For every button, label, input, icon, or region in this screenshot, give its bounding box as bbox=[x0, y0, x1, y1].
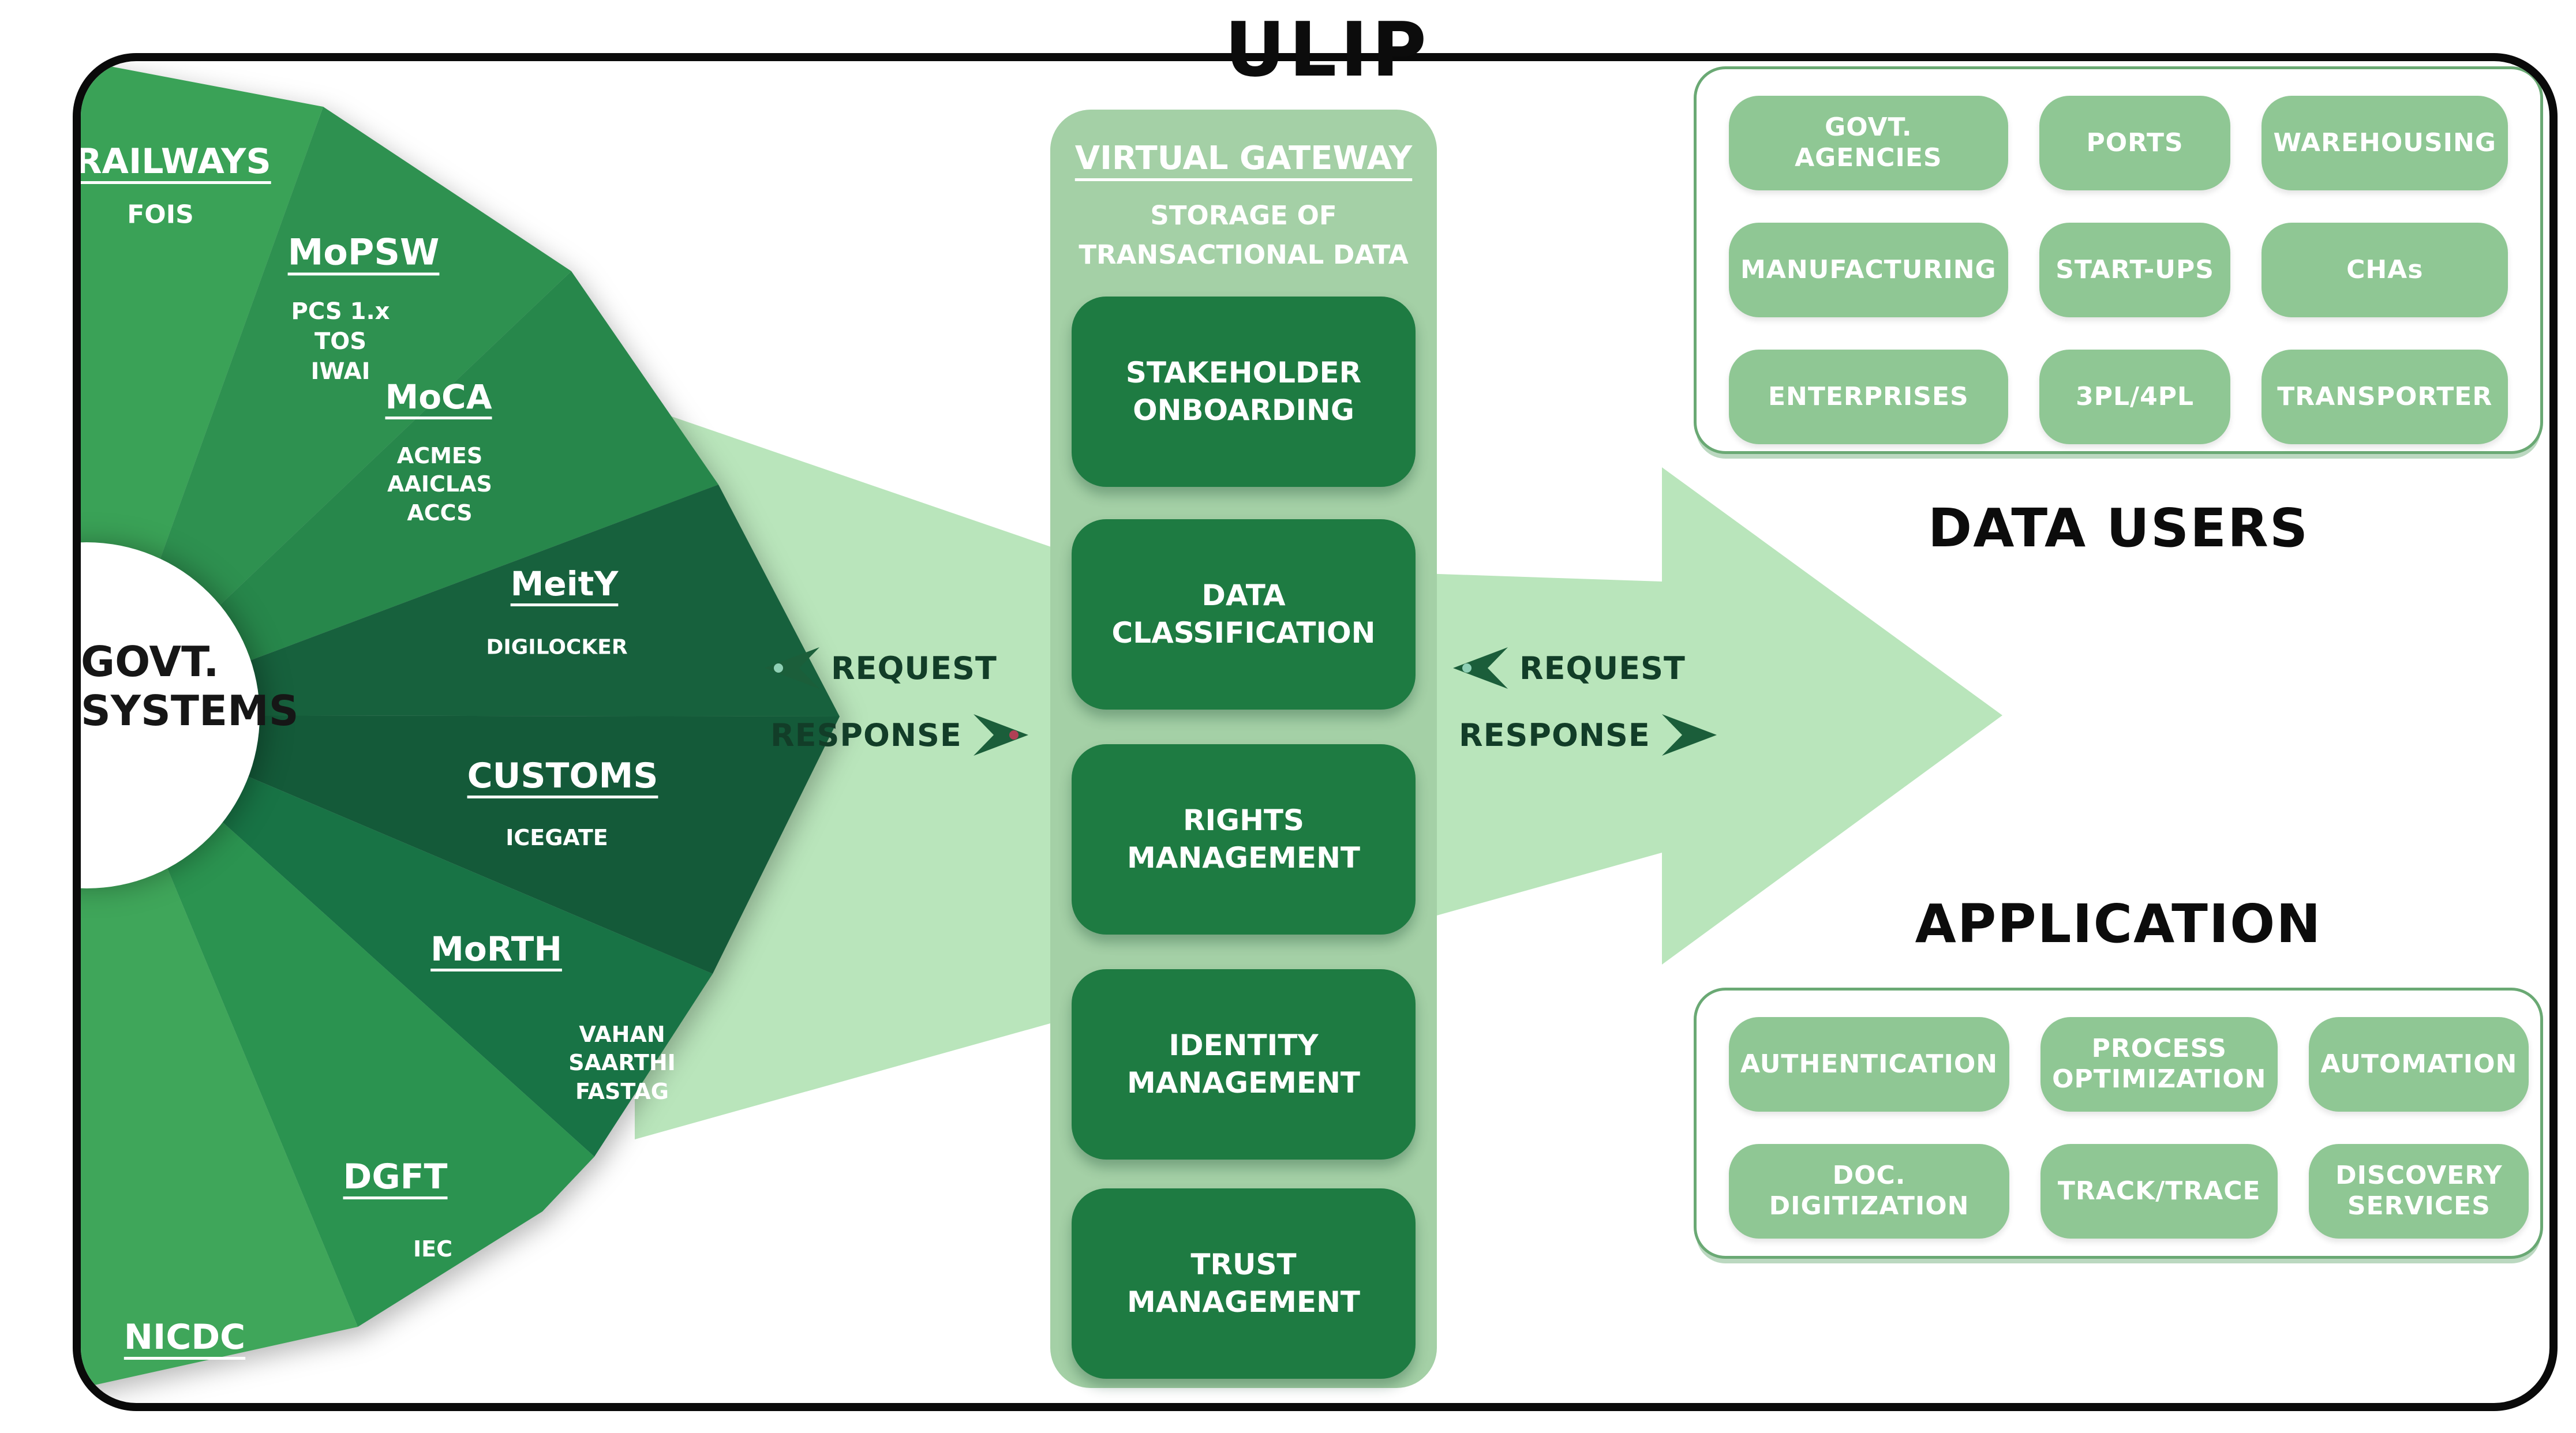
hub-label: GOVT. SYSTEMS bbox=[81, 637, 299, 735]
data-user-pill: CHAs bbox=[2262, 223, 2508, 317]
gateway-box-identity-management: IDENTITY MANAGEMENT bbox=[1072, 969, 1416, 1160]
fan-label-dgft: DGFT bbox=[343, 1157, 448, 1197]
application-pill: TRACK/TRACE bbox=[2040, 1144, 2278, 1239]
flow-left-request: REQUEST bbox=[765, 647, 997, 689]
diagram-frame: GOVT. SYSTEMS RAILWAYS FOIS MoPSW PCS 1.… bbox=[73, 53, 2558, 1411]
fan-label-mopsw: MoPSW bbox=[287, 231, 440, 273]
application-panel: AUTHENTICATION PROCESS OPTIMIZATION AUTOMA… bbox=[1694, 988, 2543, 1259]
fan-label-customs: CUSTOMS bbox=[467, 756, 658, 796]
flow-left-response-label: RESPONSE bbox=[770, 716, 962, 753]
fan-segment-dgft bbox=[104, 715, 594, 1327]
fan-sub-customs: ICEGATE bbox=[506, 825, 608, 850]
flow-left-request-label: REQUEST bbox=[831, 650, 997, 687]
fan-segment-moca bbox=[104, 271, 718, 715]
data-user-pill: PORTS bbox=[2039, 96, 2231, 190]
arrow-left-icon bbox=[765, 647, 819, 689]
arrow-right-icon bbox=[1661, 714, 1717, 756]
govt-systems-fan bbox=[81, 65, 840, 1389]
fan-sub-mopsw: PCS 1.x TOS IWAI bbox=[291, 298, 390, 385]
gateway-box-trust-management: TRUST MANAGEMENT bbox=[1072, 1188, 1416, 1379]
fan-segment-mopsw bbox=[104, 107, 571, 715]
flow-right-request: REQUEST bbox=[1453, 647, 1686, 689]
application-pill: DISCOVERY SERVICES bbox=[2309, 1144, 2529, 1239]
fan-sub-morth: VAHAN SAARTHI FASTAG bbox=[568, 1021, 676, 1104]
data-user-pill: GOVT. AGENCIES bbox=[1729, 96, 2008, 190]
virtual-gateway-panel: VIRTUAL GATEWAY STORAGE OF TRANSACTIONAL… bbox=[1050, 110, 1437, 1388]
gateway-box-stakeholder-onboarding: STAKEHOLDER ONBOARDING bbox=[1072, 297, 1416, 487]
application-pill: PROCESS OPTIMIZATION bbox=[2040, 1017, 2278, 1112]
fan-label-nicdc: NICDC bbox=[123, 1317, 246, 1357]
data-users-panel: GOVT. AGENCIES PORTS WAREHOUSING MANUFACTUR… bbox=[1694, 66, 2543, 454]
data-user-pill: TRANSPORTER bbox=[2262, 350, 2508, 444]
data-user-pill: WAREHOUSING bbox=[2262, 96, 2508, 190]
fan-label-moca: MoCA bbox=[385, 377, 492, 417]
gateway-subtitle: STORAGE OF TRANSACTIONAL DATA bbox=[1079, 200, 1409, 270]
fan-segment-morth bbox=[104, 715, 713, 1157]
data-user-pill: 3PL/4PL bbox=[2039, 350, 2231, 444]
application-pill: AUTHENTICATION bbox=[1729, 1017, 2010, 1112]
fan-label-railways: RAILWAYS bbox=[75, 141, 271, 182]
fan-sub-meity: DIGILOCKER bbox=[486, 635, 628, 659]
fan-label-morth: MoRTH bbox=[430, 929, 562, 969]
fan-sub-railways: FOIS bbox=[127, 200, 194, 230]
fan-label-meity: MeitY bbox=[510, 564, 619, 603]
flow-right-request-label: REQUEST bbox=[1519, 650, 1686, 687]
fan-segment-customs bbox=[104, 715, 840, 974]
data-user-pill: ENTERPRISES bbox=[1729, 350, 2008, 444]
flow-right-response: RESPONSE bbox=[1459, 714, 1717, 756]
application-heading: APPLICATION bbox=[1915, 893, 2322, 955]
fan-segment-meity bbox=[104, 485, 840, 716]
arrow-right-icon bbox=[973, 714, 1028, 756]
fan-sub-dgft: IEC bbox=[413, 1236, 452, 1262]
gateway-box-data-classification: DATA CLASSIFICATION bbox=[1072, 519, 1416, 710]
gateway-title: VIRTUAL GATEWAY bbox=[1074, 140, 1413, 177]
flow-right-response-label: RESPONSE bbox=[1459, 716, 1650, 753]
application-pill: AUTOMATION bbox=[2309, 1017, 2529, 1112]
flow-left-response: RESPONSE bbox=[770, 714, 1028, 756]
data-user-pill: START-UPS bbox=[2039, 223, 2231, 317]
gateway-box-rights-management: RIGHTS MANAGEMENT bbox=[1072, 744, 1416, 935]
data-users-heading: DATA USERS bbox=[1927, 497, 2309, 559]
application-pill: DOC. DIGITIZATION bbox=[1729, 1144, 2010, 1239]
arrow-left-icon bbox=[1453, 647, 1508, 689]
fan-sub-moca: ACMES AAICLAS ACCS bbox=[387, 442, 492, 526]
data-user-pill: MANUFACTURING bbox=[1729, 223, 2008, 317]
page-title: ULIP bbox=[1224, 6, 1431, 93]
hub-circle bbox=[81, 542, 260, 888]
fan-segment-nicdc bbox=[81, 715, 358, 1389]
